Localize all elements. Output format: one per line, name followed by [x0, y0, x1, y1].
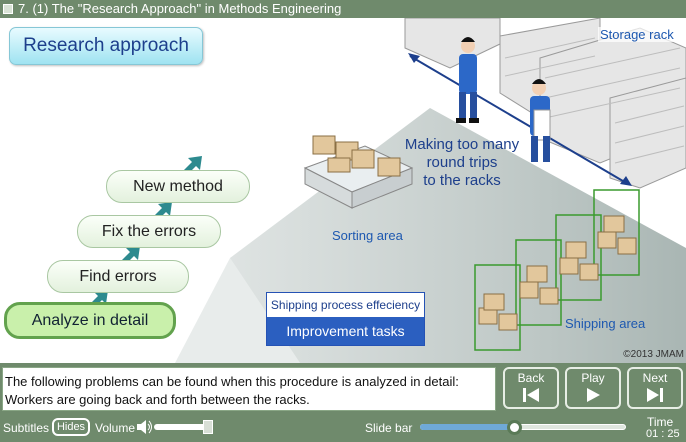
copyright-text: ©2013 JMAM [623, 349, 684, 360]
volume-slider[interactable] [154, 424, 212, 430]
slide-bar-handle[interactable] [507, 420, 522, 435]
sorting-table [303, 135, 414, 209]
sorting-area-label: Sorting area [332, 228, 403, 243]
shipping-process-panel: Shipping process effeciency Improvement … [266, 292, 425, 346]
round-trips-label: Making too many round trips to the racks [398, 136, 526, 190]
title-square-icon [3, 4, 13, 14]
time-value: 01 : 25 [646, 428, 680, 440]
back-label: Back [517, 371, 545, 385]
step-analyze-in-detail: Analyze in detail [4, 302, 176, 339]
time-label: Time [647, 415, 674, 429]
skip-forward-icon [647, 388, 663, 402]
panel-line-2: Improvement tasks [267, 317, 424, 345]
play-button[interactable]: Play [565, 367, 621, 409]
description-line-2: Workers are going back and forth between… [5, 392, 310, 407]
title-text: 7. (1) The "Research Approach" in Method… [18, 1, 342, 16]
worker-figure-1 [456, 37, 479, 123]
slide-bar-label: Slide bar [365, 421, 413, 435]
step-find-errors: Find errors [47, 260, 189, 293]
hides-button[interactable]: Hides [52, 418, 90, 436]
slide-bar-progress [420, 424, 515, 430]
shipping-area-label: Shipping area [565, 316, 646, 331]
panel-line-1: Shipping process effeciency [270, 298, 421, 312]
subtitles-label: Subtitles [3, 421, 50, 435]
step-fix-the-errors: Fix the errors [77, 215, 221, 248]
round-trips-line-2: round trips [426, 154, 498, 171]
storage-racks [404, 18, 686, 189]
round-trips-line-3: to the racks [423, 172, 501, 189]
slide-stage: Research approach New method Fix the err… [0, 18, 686, 363]
shipping-cages [474, 189, 640, 351]
back-button[interactable]: Back [503, 367, 559, 409]
volume-label: Volume [95, 421, 136, 435]
storage-rack-label: Storage rack [598, 27, 676, 42]
play-icon [587, 388, 600, 402]
speaker-icon[interactable] [136, 419, 154, 435]
volume-slider-handle[interactable] [203, 420, 213, 434]
round-trips-line-1: Making too many [404, 136, 520, 153]
skip-back-icon [523, 388, 539, 402]
play-label: Play [581, 371, 605, 385]
next-button[interactable]: Next [627, 367, 683, 409]
next-label: Next [642, 371, 668, 385]
worker-figure-2 [530, 79, 551, 162]
research-approach-badge: Research approach [9, 27, 203, 65]
description-line-1: The following problems can be found when… [5, 374, 459, 389]
control-bar: The following problems can be found when… [0, 363, 686, 442]
description-box: The following problems can be found when… [2, 367, 496, 411]
step-new-method: New method [106, 170, 250, 203]
title-bar: 7. (1) The "Research Approach" in Method… [0, 0, 686, 18]
travel-path-line [409, 55, 629, 185]
